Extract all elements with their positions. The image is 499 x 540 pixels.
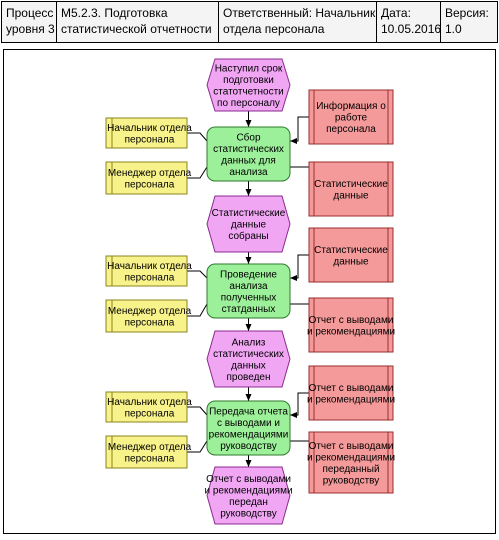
process-cell: М5.2.3. Подготовка статистической отчетн… (57, 1, 219, 43)
role-shape (105, 435, 188, 469)
document-shape (308, 431, 394, 494)
function-shape (206, 126, 291, 182)
role-link (187, 406, 208, 416)
function-shape (206, 263, 291, 319)
role-link (187, 440, 208, 453)
document-shape (308, 365, 394, 421)
role-shape (105, 117, 188, 149)
role-shape (105, 161, 188, 195)
level-cell: Процесс уровня 3 (1, 1, 57, 43)
date-label: Дата: (381, 6, 411, 20)
version-label: Версия: (445, 6, 489, 20)
document-shape (308, 227, 394, 283)
input-link (290, 254, 309, 281)
responsible-label: Ответственный: Начальник отдела персонал… (223, 6, 376, 36)
document-shape (308, 161, 394, 217)
document-shape (308, 89, 394, 145)
document-shape (308, 297, 394, 353)
process-title: М5.2.3. Подготовка статистической отчетн… (61, 6, 212, 36)
responsible-cell: Ответственный: Начальник отдела персонал… (219, 1, 377, 43)
role-link (187, 303, 208, 317)
event-shape (206, 330, 291, 388)
role-link (187, 132, 208, 142)
input-link (290, 392, 309, 418)
event-shape (206, 58, 291, 112)
event-shape (206, 466, 291, 525)
version-cell: Версия: 1.0 (441, 1, 498, 43)
date-cell: Дата: 10.05.2016 (377, 1, 441, 43)
role-shape (105, 255, 188, 287)
event-shape (206, 195, 291, 253)
diagram-header: Процесс уровня 3 М5.2.3. Подготовка стат… (0, 0, 499, 44)
function-shape (206, 400, 291, 456)
role-shape (105, 299, 188, 333)
role-link (187, 166, 208, 179)
role-shape (105, 391, 188, 423)
date-value: 10.05.2016 (381, 22, 442, 36)
level-label: Процесс уровня 3 (6, 6, 55, 36)
version-value: 1.0 (445, 22, 462, 36)
input-link (290, 116, 309, 144)
role-link (187, 270, 208, 279)
